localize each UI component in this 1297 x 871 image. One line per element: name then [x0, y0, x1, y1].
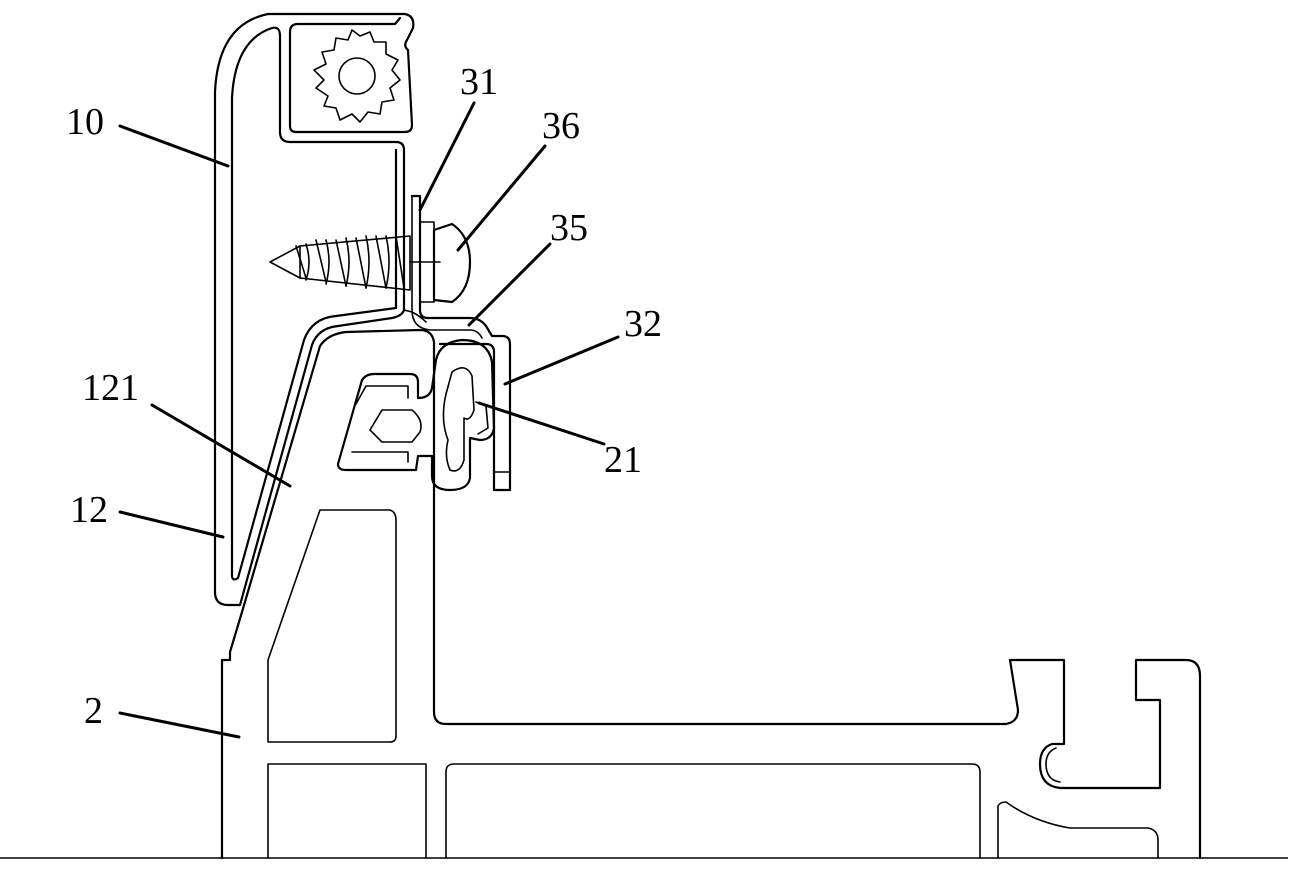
screw-36	[270, 222, 470, 302]
frame-profile-2	[222, 330, 1200, 858]
leader-31	[420, 103, 474, 210]
label-32: 32	[624, 303, 662, 345]
label-21: 21	[604, 439, 642, 481]
leader-121	[152, 405, 290, 486]
leader-35	[469, 244, 550, 325]
label-36: 36	[542, 105, 580, 147]
gasket-21	[338, 340, 494, 490]
leader-32	[505, 337, 618, 384]
label-12: 12	[70, 489, 108, 531]
label-2: 2	[84, 690, 103, 732]
cover-profile-10	[215, 14, 426, 605]
reference-labels: 10 31 36 35 32 121 21 12 2	[66, 61, 662, 732]
leader-12	[120, 512, 223, 537]
label-31: 31	[460, 61, 498, 103]
label-10: 10	[66, 101, 104, 143]
leader-21	[479, 403, 604, 444]
leader-36	[458, 146, 545, 250]
leader-lines	[120, 103, 618, 737]
label-35: 35	[550, 207, 588, 249]
label-121: 121	[82, 367, 139, 409]
bracket-31-35-32	[412, 196, 510, 490]
leader-10	[120, 126, 228, 166]
knurled-pin	[314, 30, 400, 122]
